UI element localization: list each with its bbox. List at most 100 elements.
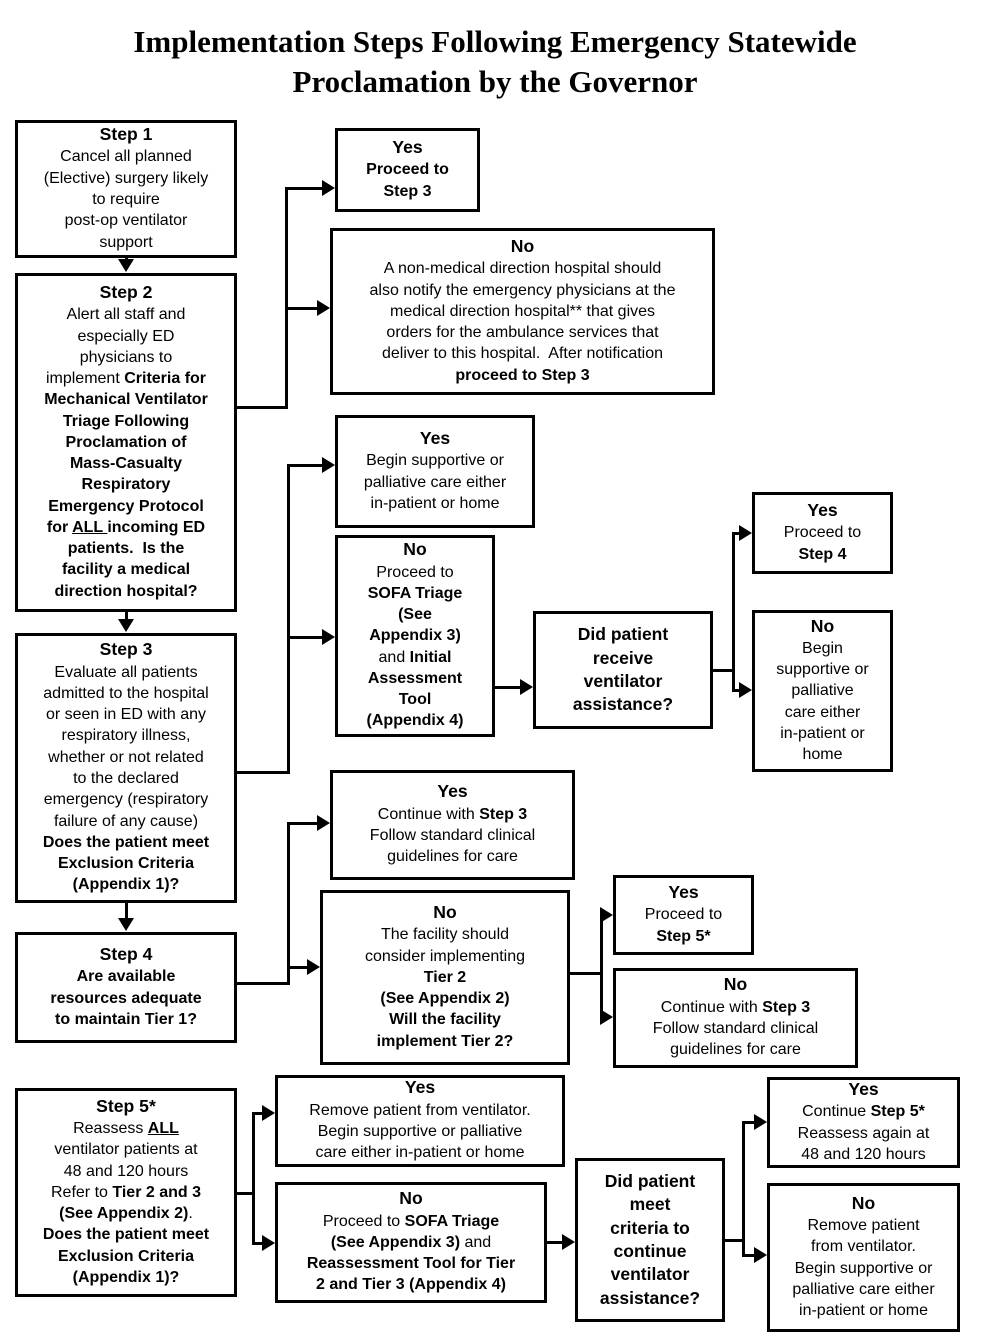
connector-line [288,635,324,639]
box-text-line: and Initial [378,648,452,666]
title-line-2: Proclamation by the Governor [292,64,698,99]
box-text-line: Yes [392,137,423,158]
arrowhead-right-icon [754,1114,767,1130]
connector-line [288,463,324,467]
box-text-line: Respiratory [81,476,171,494]
connector-line [743,1253,756,1257]
box-text-line: deliver to this hospital. After notifica… [381,345,664,363]
box-text-line: (Appendix 4) [366,712,464,730]
box-text-line: admitted to the hospital [43,684,209,702]
box-text-line: Continue with Step 3 [660,998,811,1016]
box-text-line: Refer to Tier 2 and 3 [51,1183,201,1201]
arrowhead-right-icon [317,815,330,831]
connector-line [725,1238,743,1242]
box-text-line: medical direction hospital** that gives [389,302,656,320]
box-text-line: orders for the ambulance services that [386,324,659,342]
box-text-line: (See Appendix 2). [59,1205,193,1223]
connector-line [733,688,741,692]
box-text-line: Tier 2 [423,968,467,986]
box-text-line: home [802,746,843,764]
arrowhead-right-icon [600,907,613,923]
box-text-line: (Appendix 1)? [72,876,180,894]
arrowhead-right-icon [520,679,533,695]
box-text-line: in-patient or home [370,494,500,512]
box-text-line: Continue Step 5* [802,1103,925,1121]
box-text-line: to require [92,191,160,208]
arrowhead-right-icon [262,1105,275,1121]
arrowhead-right-icon [322,457,335,473]
box-text-line: implement Tier 2? [376,1032,514,1050]
box-text-line: physicians to [79,348,173,366]
box-text-line: Mechanical Ventilator [44,391,208,409]
box-text-line: patients. Is the [67,540,185,558]
box-text-line: facility a medical [61,561,191,579]
box-text-line: Step 1 [99,124,153,145]
box-text-line: Step 5* [656,927,711,945]
box-text-line: palliative [791,682,854,700]
title-line-1: Implementation Steps Following Emergency… [133,24,857,59]
arrowhead-right-icon [322,629,335,645]
arrowhead-down-icon [118,259,134,272]
box-text-line: Yes [848,1078,879,1099]
box-text-line: care either [784,703,861,721]
box-text-line: Yes [668,882,699,903]
box-text-line: for ALL incoming ED [46,518,206,536]
box-text-line: Reassessment Tool for Tier [306,1255,516,1273]
box-text-line: No [810,615,835,636]
box-text-line: palliative care either [792,1280,935,1298]
connector-line [286,186,324,190]
box-text-line: 48 and 120 hours [801,1145,926,1163]
arrowhead-right-icon [322,180,335,196]
connector-line [495,685,522,689]
box-text-line: Does the patient meet [42,1226,210,1244]
connector-line [237,1191,253,1195]
box-text-line: 2 and Tier 3 (Appendix 4) [316,1276,506,1294]
connector-line [237,770,288,774]
box-text-line: Exclusion Criteria [57,855,195,873]
arrowhead-down-icon [118,619,134,632]
box-text-line: Alert all staff and [66,306,186,324]
connector-line [599,913,603,1019]
box-text-line: Proceed to [376,563,454,581]
box-text-line: Will the facility [389,1011,501,1029]
box-text-line: consider implementing [364,947,526,965]
box-text-line: Did patient [604,1171,696,1192]
box-text-line: Proceed to [783,524,862,542]
box-text-line: Step 3 [383,182,432,200]
box-text-line: whether or not related [48,748,204,766]
box-text-line: Yes [404,1077,436,1098]
box-text-line: Follow standard clinical [369,827,536,844]
box-text-line: Yes [437,781,468,802]
box-text-line: Proceed to [366,161,449,179]
box-text-line: assistance? [572,694,674,715]
box-text-line: Does the patient meet [42,833,210,851]
box-text-line: Follow standard clinical [652,1020,819,1037]
box-text-line: (Appendix 1)? [72,1268,180,1286]
box-text-line: meet [629,1194,671,1215]
box-text-line: resources adequate [50,989,202,1007]
box-text-line: ventilator [610,1264,690,1285]
box-text-line: especially ED [77,327,175,345]
box-text-line: SOFA Triage [367,584,463,602]
box-text-line: Yes [419,427,451,448]
box-text-line: Proceed to [644,906,723,924]
box-text-line: in-patient or [780,724,865,742]
arrowhead-right-icon [739,682,752,698]
box-text-line: Mass-Casualty [69,455,183,473]
box-text-line: Yes [807,500,838,521]
box-text-line: post-op ventilator [64,212,188,230]
box-text-line: ventilator [583,671,663,691]
box-text-line: from ventilator. [811,1238,916,1256]
arrowhead-right-icon [262,1235,275,1251]
